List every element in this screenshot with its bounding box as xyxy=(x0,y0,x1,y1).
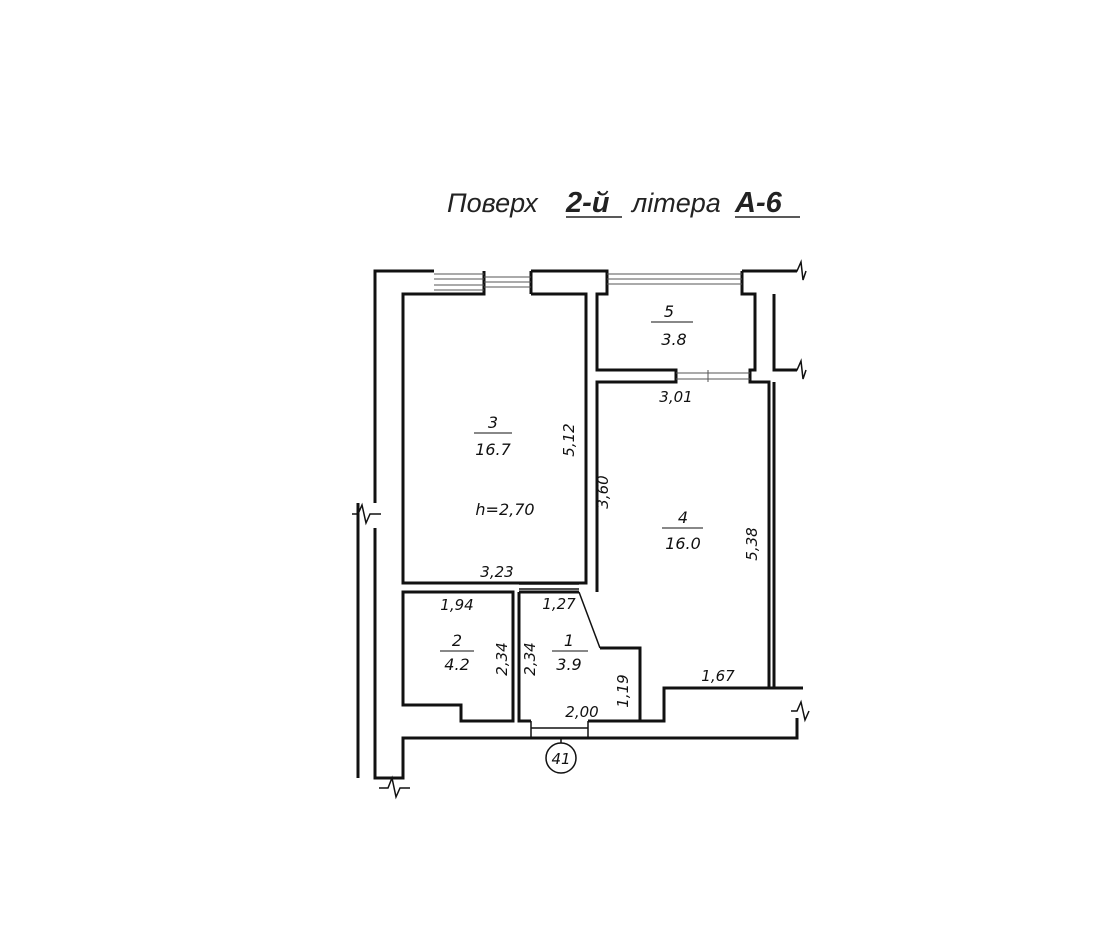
dim-room3-width: 3,23 xyxy=(480,563,513,581)
dim-room2-width: 1,94 xyxy=(440,596,473,614)
plan-title: Поверх 2-й літера А-6 xyxy=(447,187,800,219)
walls xyxy=(356,269,803,780)
letter-word: літера xyxy=(630,188,721,218)
dim-room4-left: 3,60 xyxy=(594,475,612,508)
room4-number: 4 xyxy=(678,508,688,527)
room2-area: 4.2 xyxy=(444,655,469,674)
letter-value: А-6 xyxy=(734,187,783,219)
entrance-opening xyxy=(530,721,589,738)
room-labels: 3 16.7 h=2,70 5 3.8 4 16.0 2 4.2 1 3.9 xyxy=(440,302,703,674)
floor-value: 2-й xyxy=(565,187,610,219)
right-outer-wall xyxy=(742,269,797,688)
dim-room1-side: 1,19 xyxy=(614,674,632,707)
break-mid-right xyxy=(791,358,807,380)
dim-room4-bottom: 1,67 xyxy=(701,667,735,685)
room4-right-walls xyxy=(740,271,803,690)
room1-area: 3.9 xyxy=(556,655,581,674)
room2-number: 2 xyxy=(452,631,462,650)
dimension-labels: 5,12 3,23 3,01 3,60 5,38 1,67 1,94 2,34 … xyxy=(440,388,761,721)
room5-area: 3.8 xyxy=(661,330,686,349)
room3-number: 3 xyxy=(488,413,498,432)
room5-number: 5 xyxy=(664,302,674,321)
room1-walls xyxy=(517,590,642,723)
dim-room1-left: 2,34 xyxy=(521,642,539,675)
room5-walls xyxy=(531,269,678,583)
room2-walls xyxy=(401,590,515,723)
ceiling-height: h=2,70 xyxy=(475,500,534,519)
room3-walls xyxy=(401,292,588,585)
break-top-right xyxy=(791,259,807,281)
dim-room1-width: 1,27 xyxy=(542,595,576,613)
dim-room3-height: 5,12 xyxy=(560,423,578,456)
dim-room4-right: 5,38 xyxy=(743,527,761,560)
entrance-marker-label: 41 xyxy=(551,750,570,768)
break-lines xyxy=(352,259,810,800)
room1-number: 1 xyxy=(564,631,574,650)
outer-wall-left-bottom xyxy=(373,269,799,780)
break-left xyxy=(352,502,381,526)
entrance-marker: 41 xyxy=(545,738,577,774)
dim-room2-height: 2,34 xyxy=(493,642,511,675)
break-bottom-right xyxy=(791,699,810,723)
break-bottom-left xyxy=(379,775,410,800)
room1-door-line xyxy=(578,591,601,649)
windows xyxy=(434,273,750,382)
dim-room1-bottom: 2,00 xyxy=(565,703,598,721)
room3-area: 16.7 xyxy=(475,440,511,459)
floor-word: Поверх xyxy=(447,188,539,218)
room4-area: 16.0 xyxy=(665,534,701,553)
dim-room4-top: 3,01 xyxy=(659,388,692,406)
